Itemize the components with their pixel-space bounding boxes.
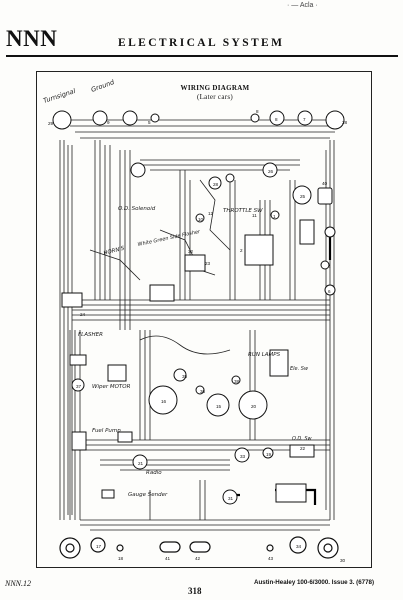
- gauge-sender-note: Gauge Sender: [128, 492, 168, 498]
- component-number: 28: [213, 182, 219, 187]
- footer-page-number: 318: [188, 586, 202, 596]
- throttle-switch-note: THROTTLE SW: [223, 208, 263, 214]
- component-number: 35: [182, 374, 188, 379]
- component-number: 4: [328, 264, 331, 269]
- fuel-pump-note: Fuel Pump: [92, 428, 121, 434]
- component-number: 29: [48, 121, 54, 126]
- section-code: NNN: [6, 26, 58, 51]
- component-number: 25: [300, 194, 306, 199]
- component-number: 28: [342, 120, 348, 125]
- footer-publication-info: Austin-Healey 100-6/3000. Issue 3. (6778…: [254, 579, 375, 586]
- component-number: 34: [296, 544, 302, 549]
- component-number: 2: [240, 248, 243, 253]
- component-number: 15: [216, 404, 222, 409]
- component-number: 31: [228, 496, 234, 501]
- component-number: 12: [208, 211, 214, 216]
- component-number: 23: [205, 261, 211, 266]
- ele-switch-note: Ele. Sw: [290, 366, 309, 372]
- diagram-title: WIRING DIAGRAM: [180, 84, 250, 92]
- od-solenoid-note: O.D. Solenoid: [118, 206, 156, 212]
- diagram-frame: [36, 71, 372, 568]
- component-number: 33: [240, 454, 246, 459]
- wiper-motor-note: Wiper MOTOR: [92, 384, 131, 390]
- header-rule: [6, 55, 398, 57]
- component-number: 10: [198, 217, 204, 222]
- turn-signal-note: Turnsignal: [42, 87, 76, 105]
- flasher-note: FLASHER: [78, 332, 103, 338]
- component-number: 16: [161, 399, 167, 404]
- component-number: 42: [195, 556, 201, 561]
- components: [61, 162, 336, 505]
- component-number: 18: [118, 556, 124, 561]
- component-number: 8: [275, 117, 278, 122]
- component-number: 11: [252, 213, 257, 218]
- diagram-title-block: WIRING DIAGRAM (Later cars): [160, 84, 270, 102]
- component-number: 41: [165, 556, 171, 561]
- wire-harness: [59, 119, 340, 531]
- component-number: 20: [251, 404, 257, 409]
- component-number: 38: [234, 379, 240, 384]
- component-number: 22: [300, 446, 306, 451]
- component-number: 43: [268, 556, 274, 561]
- diagram-subtitle: (Later cars): [196, 93, 234, 101]
- component-number: 19: [266, 452, 272, 457]
- component-number: 6: [328, 289, 331, 294]
- radio-note: Radio: [146, 470, 162, 476]
- component-number-labels: 29 9 5 8 8 7 28 28 26 25 10 12 40 11 1 2…: [48, 109, 348, 563]
- component-number: 37: [76, 384, 82, 389]
- front-lamps: [52, 110, 345, 130]
- component-number: 21: [138, 461, 144, 466]
- component-number: 30: [340, 558, 346, 563]
- run-lamps-note: RUN LAMPS: [248, 352, 281, 358]
- component-number: 1: [273, 214, 276, 219]
- component-number: 5: [148, 120, 151, 125]
- ground-note: Ground: [90, 78, 116, 94]
- horns-note: HORN'S: [103, 245, 126, 256]
- section-title: ELECTRICAL SYSTEM: [118, 37, 285, 49]
- component-number: 26: [268, 169, 274, 174]
- component-number: 32: [188, 249, 194, 254]
- rear-lamps: [59, 536, 339, 559]
- white-green-note: White Green Side Flasher: [137, 229, 201, 248]
- od-switch-note: O.D. Sw: [292, 436, 313, 442]
- component-number: 8: [256, 109, 259, 114]
- footer-section-ref: NNN.12: [5, 579, 32, 588]
- component-number: 36: [200, 389, 206, 394]
- corner-scribble: · — Acla ·: [287, 2, 318, 9]
- component-number: 24: [80, 312, 86, 317]
- component-number: 9: [107, 120, 110, 125]
- component-number: 17: [96, 544, 102, 549]
- component-number: 40: [322, 181, 328, 186]
- component-number: 7: [303, 117, 306, 122]
